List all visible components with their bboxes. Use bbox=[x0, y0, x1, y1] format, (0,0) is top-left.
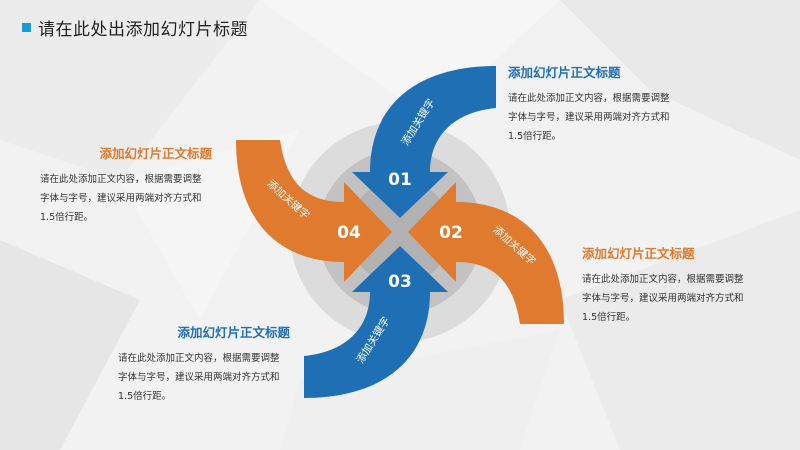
block-body-03: 请在此处添加正文内容，根据需要调整 字体与字号，建议采用两端对齐方式和 1.5倍… bbox=[118, 353, 280, 402]
block-body-04: 请在此处添加正文内容，根据需要调整 字体与字号，建议采用两端对齐方式和 1.5倍… bbox=[40, 174, 202, 223]
block-heading-01: 添加幻灯片正文标题 bbox=[508, 65, 621, 80]
block-heading-04: 添加幻灯片正文标题 bbox=[99, 146, 212, 161]
title-marker bbox=[22, 23, 31, 32]
block-body-02: 请在此处添加正文内容，根据需要调整 字体与字号，建议采用两端对齐方式和 1.5倍… bbox=[582, 274, 744, 323]
text-block-02: 添加幻灯片正文标题 请在此处添加正文内容，根据需要调整 字体与字号，建议采用两端… bbox=[582, 243, 782, 327]
text-block-03: 添加幻灯片正文标题 请在此处添加正文内容，根据需要调整 字体与字号，建议采用两端… bbox=[118, 322, 318, 406]
step-number-04: 04 bbox=[337, 223, 361, 243]
arrow-03 bbox=[304, 246, 448, 398]
step-number-03: 03 bbox=[388, 272, 412, 292]
arrow-04 bbox=[236, 140, 392, 282]
block-heading-03: 添加幻灯片正文标题 bbox=[177, 325, 290, 340]
arrow-01 bbox=[352, 66, 496, 218]
block-heading-02: 添加幻灯片正文标题 bbox=[582, 246, 695, 261]
center-disc bbox=[348, 180, 452, 284]
text-block-04: 添加幻灯片正文标题 请在此处添加正文内容，根据需要调整 字体与字号，建议采用两端… bbox=[40, 143, 240, 227]
text-block-01: 添加幻灯片正文标题 请在此处添加正文内容，根据需要调整 字体与字号，建议采用两端… bbox=[508, 62, 708, 146]
arrow-02 bbox=[408, 182, 564, 324]
slide-title: 请在此处出添加幻灯片标题 bbox=[38, 20, 248, 40]
step-number-02: 02 bbox=[439, 223, 463, 243]
step-number-01: 01 bbox=[388, 170, 412, 190]
block-body-01: 请在此处添加正文内容，根据需要调整 字体与字号，建议采用两端对齐方式和 1.5倍… bbox=[508, 93, 670, 142]
